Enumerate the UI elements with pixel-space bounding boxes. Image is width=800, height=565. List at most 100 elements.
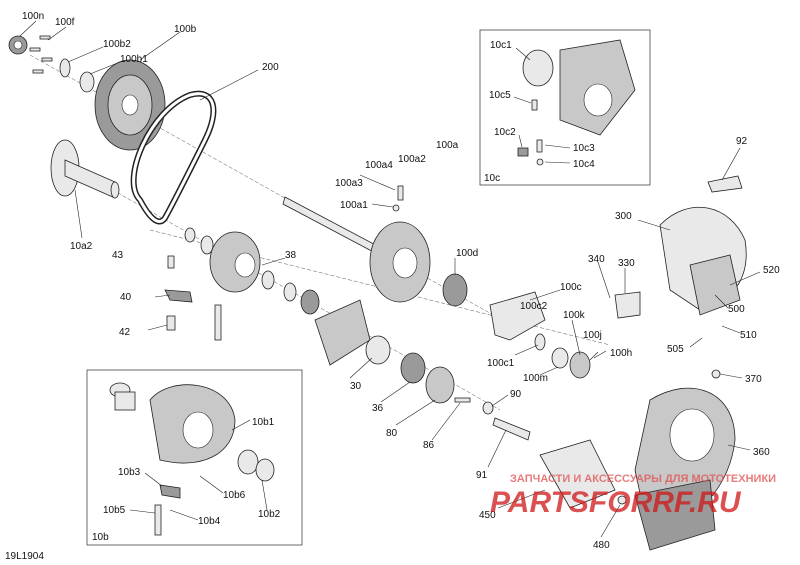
label-100a3: 100a3 [335, 178, 363, 189]
cap-part-100k [569, 351, 591, 379]
bearing-part-100n [8, 35, 28, 55]
label-505: 505 [667, 344, 684, 355]
housing-part-10c [517, 39, 636, 166]
ring-part-100c2 [534, 333, 546, 351]
leader-lines [19, 20, 761, 538]
spring-part-30 [365, 335, 391, 365]
label-100a4: 100a4 [365, 160, 393, 171]
label-86: 86 [423, 440, 435, 451]
label-10c4: 10c4 [573, 159, 595, 170]
ring-part-100b1 [79, 71, 95, 93]
bracket-part-330 [614, 291, 641, 319]
label-10b4: 10b4 [198, 516, 221, 527]
inset-box-10b [86, 369, 303, 546]
pin-part-42 [166, 315, 176, 331]
diagram-id: 19L1904 [5, 551, 44, 562]
label-100f: 100f [55, 17, 75, 28]
watermark-text-ru: ЗАПЧАСТИ И АКСЕССУАРЫ ДЛЯ МОТОТЕХНИКИ [510, 473, 776, 485]
ring-part-100m [551, 347, 569, 369]
label-92: 92 [736, 136, 748, 147]
ring-part-36 [400, 352, 426, 384]
ring-part-b [200, 235, 214, 255]
label-100a2: 100a2 [398, 154, 426, 165]
sheave-part-100b [94, 59, 166, 151]
label-90: 90 [510, 389, 522, 400]
label-38: 38 [285, 250, 297, 261]
housing-part-100c [489, 291, 546, 341]
spider-part-38 [209, 231, 261, 341]
label-80: 80 [386, 428, 398, 439]
label-10c1: 10c1 [490, 40, 512, 51]
ring-part-100b2 [59, 58, 71, 78]
plate-part-450 [539, 439, 616, 509]
label-360: 360 [753, 447, 770, 458]
cover-part-300 [659, 206, 747, 316]
label-100m: 100m [523, 373, 548, 384]
label-100a: 100a [436, 140, 459, 151]
pin-part-43 [167, 255, 175, 269]
watermark: ЗАПЧАСТИ И АКСЕССУАРЫ ДЛЯ МОТОТЕХНИКИ PA… [490, 473, 776, 519]
screws-part-100f [29, 35, 53, 74]
label-100k: 100k [563, 310, 586, 321]
label-340: 340 [588, 254, 605, 265]
sheave-part-10a2 [50, 139, 120, 199]
bolts-part-86 [454, 397, 471, 403]
sheave-part-100d [369, 221, 468, 307]
label-10c3: 10c3 [573, 143, 595, 154]
label-10a2: 10a2 [70, 241, 93, 252]
label-36: 36 [372, 403, 384, 414]
label-10c2: 10c2 [494, 127, 516, 138]
label-100c1: 100c1 [487, 358, 515, 369]
label-100c: 100c [560, 282, 582, 293]
label-100b2: 100b2 [103, 39, 131, 50]
cover-part-360 [634, 387, 736, 551]
label-370: 370 [745, 374, 762, 385]
label-100j: 100j [583, 330, 602, 341]
label-91: 91 [476, 470, 488, 481]
label-10c: 10c [484, 173, 500, 184]
roller-part-40 [164, 289, 193, 303]
label-10b2: 10b2 [258, 509, 281, 520]
label-43: 43 [112, 250, 124, 261]
bolt-part-91 [492, 417, 531, 441]
label-500: 500 [728, 304, 745, 315]
label-510: 510 [740, 330, 757, 341]
label-40: 40 [120, 292, 132, 303]
washer-part-90 [482, 401, 494, 415]
drive-belt-part-200 [130, 90, 217, 225]
label-10b3: 10b3 [118, 467, 141, 478]
label-100n: 100n [22, 11, 44, 22]
label-100d: 100d [456, 248, 478, 259]
label-100c2: 100c2 [520, 301, 548, 312]
label-100h: 100h [610, 348, 632, 359]
clip-part-92 [707, 175, 743, 193]
label-480: 480 [593, 540, 610, 551]
label-10b6: 10b6 [223, 490, 246, 501]
gear-part-80 [425, 366, 455, 404]
label-330: 330 [618, 258, 635, 269]
label-100b: 100b [174, 24, 197, 35]
label-100a1: 100a1 [340, 200, 368, 211]
label-10b5: 10b5 [103, 505, 126, 516]
label-520: 520 [763, 265, 780, 276]
ring-part-c [261, 270, 275, 290]
label-200: 200 [262, 62, 279, 73]
watermark-url: PARTSFORRF.RU [490, 486, 742, 519]
grommet-part-370 [711, 369, 721, 379]
housing-part-10b [109, 382, 275, 536]
label-10b: 10b [92, 532, 109, 543]
label-42: 42 [119, 327, 131, 338]
ring-part-e [300, 289, 320, 315]
ring-part-a [184, 227, 196, 243]
screw-part-480 [617, 495, 627, 505]
label-450: 450 [479, 510, 496, 521]
inset-box-10c [479, 29, 651, 186]
ring-part-d [283, 282, 297, 302]
label-10c5: 10c5 [489, 90, 511, 101]
callout-labels: 100n 100f 100b 100b2 100b1 200 10a2 43 4… [22, 11, 780, 551]
label-10b1: 10b1 [252, 417, 275, 428]
label-300: 300 [615, 211, 632, 222]
label-100b1: 100b1 [120, 54, 148, 65]
label-30: 30 [350, 381, 362, 392]
